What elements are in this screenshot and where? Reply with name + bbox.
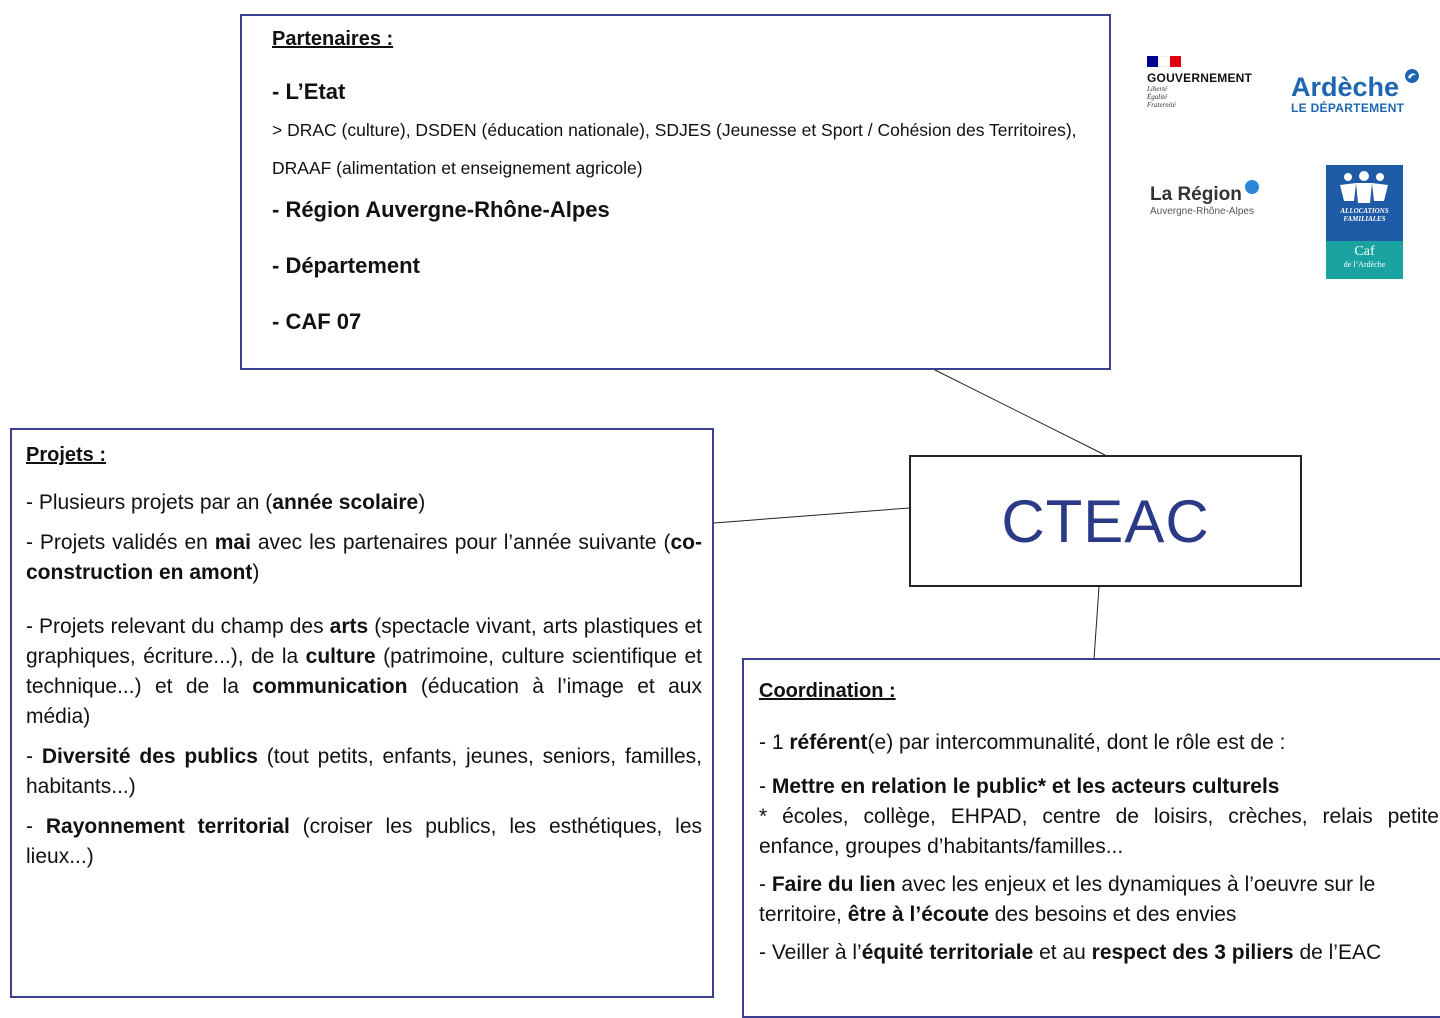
partner-etat: - L’Etat <box>272 79 346 104</box>
partenaires-title: Partenaires : <box>272 28 394 50</box>
region-mountain-icon <box>1244 180 1259 194</box>
connector-coordination <box>1093 586 1100 660</box>
caf-bottom-panel: Caf de l’Ardèche <box>1326 241 1403 279</box>
partner-etat-detail: > DRAC (culture), DSDEN (éducation natio… <box>272 120 1077 178</box>
caf-top-text: ALLOCATIONS FAMILIALES <box>1340 207 1389 223</box>
region-sub: Auvergne-Rhône-Alpes <box>1150 206 1254 217</box>
connector-partenaires <box>932 368 1106 456</box>
connector-projets <box>713 507 910 524</box>
caf-logo: ALLOCATIONS FAMILIALES Caf de l’Ardèche <box>1326 165 1403 279</box>
french-flag-icon <box>1147 56 1181 67</box>
partner-departement: - Département <box>272 253 420 278</box>
projets-item-4: - Diversité des publics (tout petits, en… <box>26 745 702 798</box>
cteac-box: CTEAC <box>909 455 1302 587</box>
ardeche-swirl-icon <box>1404 69 1419 83</box>
partner-region: - Région Auvergne-Rhône-Alpes <box>272 197 610 222</box>
ardeche-name-row: Ardèche <box>1291 68 1431 101</box>
gouvernement-motto: Liberté Égalité Fraternité <box>1147 85 1176 109</box>
coordination-publics-note: * écoles, collège, EHPAD, centre de lois… <box>759 805 1439 858</box>
coordination-item-4: - Veiller à l’équité territoriale et au … <box>759 941 1382 964</box>
coordination-item-2: - Mettre en relation le public* et les a… <box>759 775 1280 798</box>
ardeche-sub: LE DÉPARTEMENT <box>1291 101 1405 115</box>
caf-name: Caf <box>1354 244 1375 259</box>
coordination-item-1: - 1 référent(e) par intercommunalité, do… <box>759 731 1286 754</box>
partner-caf: - CAF 07 <box>272 309 362 334</box>
ardeche-name: Ardèche <box>1291 72 1400 102</box>
coordination-item-3: - Faire du lien avec les enjeux et les d… <box>759 873 1376 926</box>
caf-top-panel: ALLOCATIONS FAMILIALES <box>1326 165 1403 241</box>
ardeche-logo: Ardèche LE DÉPARTEMENT <box>1291 68 1431 115</box>
projets-item-3: - Projets relevant du champ des arts (sp… <box>26 615 702 728</box>
gouvernement-logo: GOUVERNEMENT Liberté Égalité Fraternité <box>1147 56 1267 109</box>
cteac-label: CTEAC <box>1001 487 1210 555</box>
partenaires-box: Partenaires : - L’Etat > DRAC (culture),… <box>240 14 1111 370</box>
region-logo: La Région Auvergne-Rhône-Alpes <box>1150 180 1280 217</box>
caf-family-icon <box>1340 171 1388 203</box>
gouvernement-name: GOUVERNEMENT <box>1147 71 1253 85</box>
region-name: La Région <box>1150 184 1242 205</box>
projets-box: Projets : - Plusieurs projets par an (an… <box>10 428 714 998</box>
coordination-box: Coordination : - 1 référent(e) par inter… <box>742 658 1440 1018</box>
projets-item-2: - Projets validés en mai avec les parten… <box>26 531 702 584</box>
projets-title: Projets : <box>26 444 107 466</box>
projets-item-5: - Rayonnement territorial (croiser les p… <box>26 815 702 868</box>
caf-sub: de l’Ardèche <box>1343 260 1386 269</box>
projets-item-1: - Plusieurs projets par an (année scolai… <box>26 491 426 514</box>
coordination-title: Coordination : <box>759 680 896 702</box>
